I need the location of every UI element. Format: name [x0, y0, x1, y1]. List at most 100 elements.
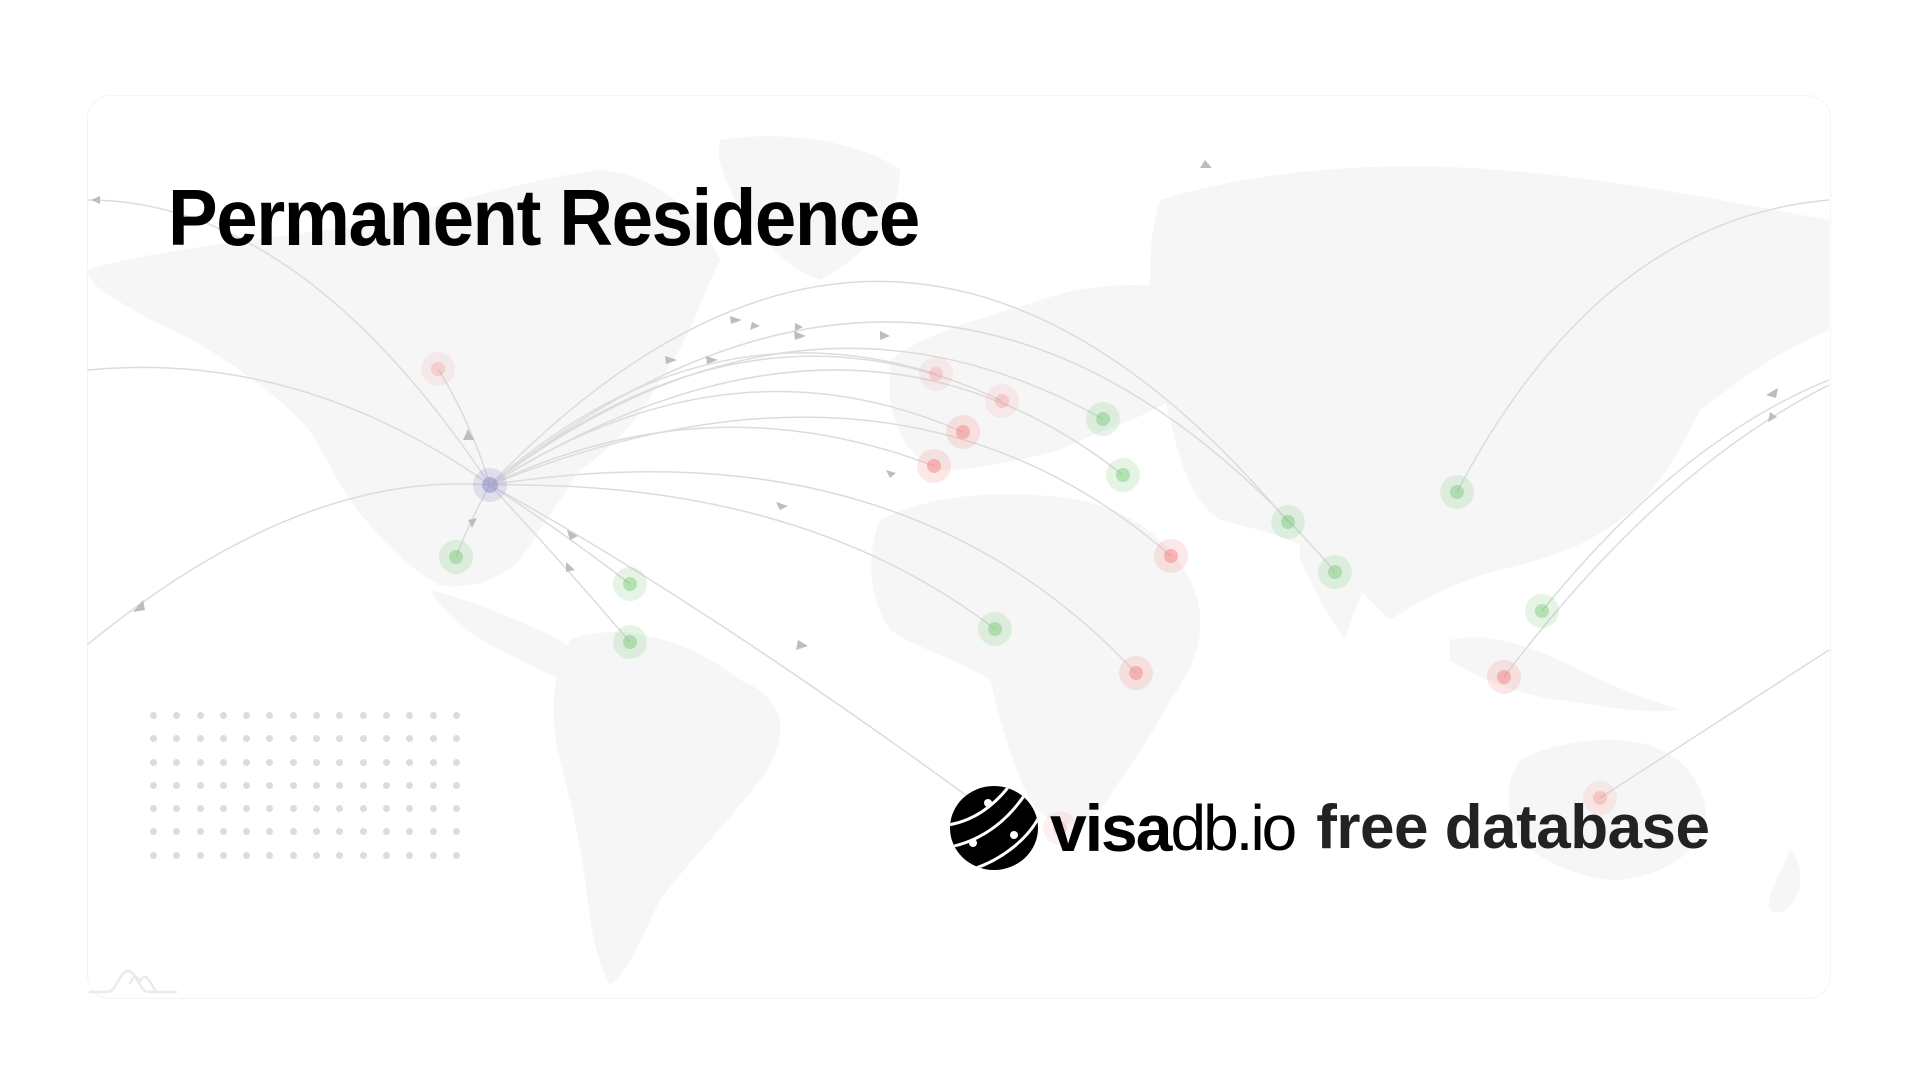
grid-dot [313, 805, 321, 813]
grid-dot [359, 781, 367, 789]
grid-dot [196, 781, 204, 789]
grid-dot [243, 758, 251, 766]
grid-dot [243, 712, 251, 719]
grid-dot [382, 828, 390, 836]
grid-dot [219, 805, 227, 813]
grid-dot [382, 805, 390, 813]
grid-dot [289, 851, 297, 859]
grid-dot [336, 735, 344, 743]
grid-dot [173, 781, 181, 789]
grid-dot [452, 712, 460, 719]
grid-dot [173, 851, 181, 859]
grid-dot [289, 828, 297, 836]
grid-dot [452, 828, 460, 836]
brand-name-bold: visa [1050, 791, 1172, 865]
grid-dot [406, 735, 414, 743]
grid-dot [313, 781, 321, 789]
grid-dot [336, 781, 344, 789]
grid-dot [196, 758, 204, 766]
grid-dot [289, 758, 297, 766]
grid-dot [336, 828, 344, 836]
grid-dot [429, 735, 437, 743]
grid-dot [359, 851, 367, 859]
grid-dot [336, 851, 344, 859]
grid-dot [173, 805, 181, 813]
grid-dot [406, 781, 414, 789]
grid-dot [243, 781, 251, 789]
grid-dot [406, 712, 414, 719]
grid-dot [243, 851, 251, 859]
grid-dot [150, 781, 157, 789]
grid-dot [150, 828, 157, 836]
grid-dot [452, 735, 460, 743]
grid-dot [266, 828, 274, 836]
grid-dot [150, 851, 157, 859]
grid-dot [219, 712, 227, 719]
grid-dot [196, 805, 204, 813]
grid-dot [429, 828, 437, 836]
grid-dot [382, 781, 390, 789]
grid-dot [382, 712, 390, 719]
grid-dot [336, 805, 344, 813]
grid-dot [406, 758, 414, 766]
grid-dot [452, 781, 460, 789]
grid-dot [243, 805, 251, 813]
grid-dot [313, 735, 321, 743]
grid-dot [196, 712, 204, 719]
grid-dot [266, 805, 274, 813]
grid-dot [243, 735, 251, 743]
grid-dot [359, 712, 367, 719]
grid-dot [150, 735, 157, 743]
grid-dot [266, 712, 274, 719]
grid-dot [336, 758, 344, 766]
grid-dot [219, 851, 227, 859]
grid-dot [243, 828, 251, 836]
grid-dot [150, 805, 157, 813]
grid-dot [429, 851, 437, 859]
brand-logo[interactable]: visa db.io free database [948, 785, 1710, 871]
grid-dot [289, 805, 297, 813]
grid-dot [266, 758, 274, 766]
grid-dot [382, 851, 390, 859]
grid-dot [406, 828, 414, 836]
grid-dot [359, 828, 367, 836]
grid-dot [313, 828, 321, 836]
grid-dot [196, 735, 204, 743]
grid-dot [359, 805, 367, 813]
grid-dot [359, 758, 367, 766]
grid-dot [266, 735, 274, 743]
grid-dot [219, 758, 227, 766]
grid-dot [266, 781, 274, 789]
grid-dot [266, 851, 274, 859]
grid-dot [219, 735, 227, 743]
grid-dot [382, 735, 390, 743]
grid-dot [219, 781, 227, 789]
grid-dot [359, 735, 367, 743]
page-title: Permanent Residence [168, 173, 920, 262]
grid-dot [150, 758, 157, 766]
grid-dot [289, 735, 297, 743]
grid-dot [196, 851, 204, 859]
wave-icon [88, 969, 178, 994]
grid-dot [173, 758, 181, 766]
grid-dot [406, 805, 414, 813]
grid-dot [313, 851, 321, 859]
grid-dot [429, 758, 437, 766]
brand-tagline: free database [1316, 793, 1710, 862]
brand-name-light: db.io [1170, 792, 1297, 864]
grid-dot [452, 851, 460, 859]
grid-dot [452, 758, 460, 766]
grid-dot [219, 828, 227, 836]
grid-dot [173, 735, 181, 743]
grid-dot [336, 712, 344, 719]
grid-dot [289, 712, 297, 719]
globe-icon [950, 786, 1038, 870]
grid-dot [429, 805, 437, 813]
grid-dot [313, 758, 321, 766]
grid-dot [313, 712, 321, 719]
grid-dot [452, 805, 460, 813]
grid-dot [150, 712, 157, 719]
dot-grid-decoration [150, 712, 476, 875]
grid-dot [173, 828, 181, 836]
grid-dot [406, 851, 414, 859]
